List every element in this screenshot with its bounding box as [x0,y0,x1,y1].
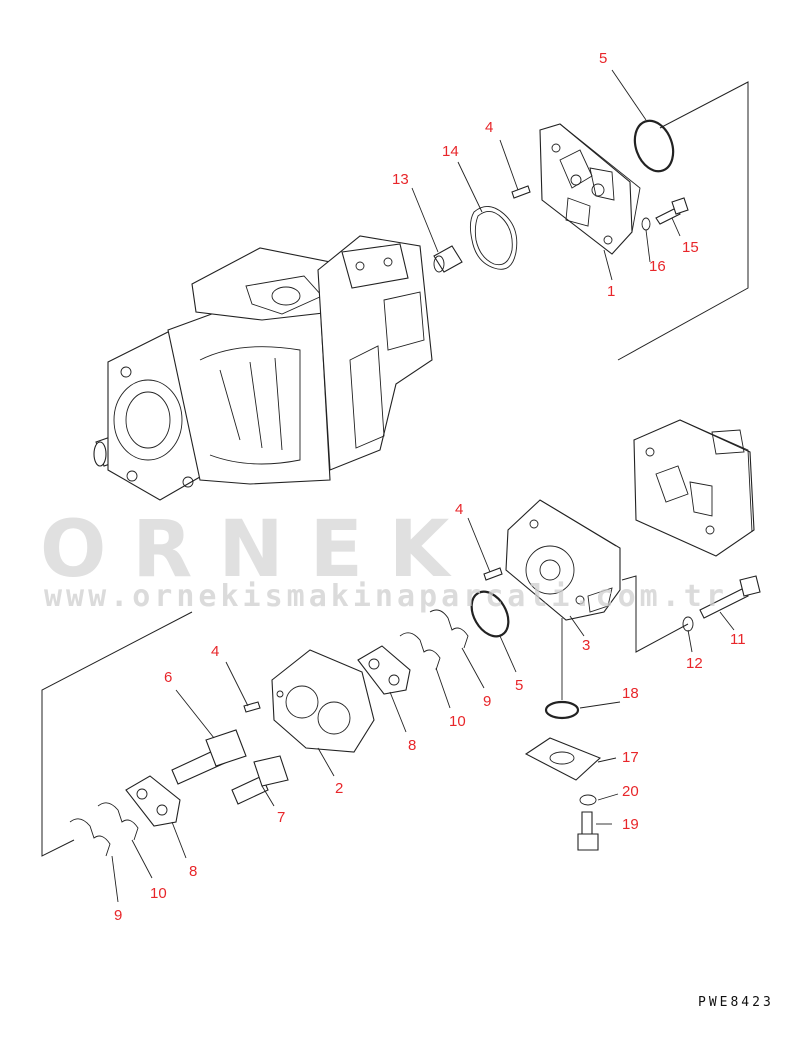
part-3-pump-housing [505,499,621,621]
callout-5-mid: 5 [515,677,523,694]
callout-13: 13 [392,171,409,188]
callout-16: 16 [649,258,666,275]
part-4-pin-mid [483,567,503,581]
part-16-washer [641,217,651,231]
part-15-bolt [655,197,689,225]
part-4-pin-low [243,701,261,713]
callout-5-top: 5 [599,50,607,67]
assembly-frame-top [617,81,749,361]
callout-labels: 5 4 14 13 15 16 1 4 3 11 12 5 18 17 20 1… [114,50,746,924]
part-2-gear-housing [271,649,375,753]
part-10-seal-low [97,802,139,841]
part-17-flange [524,737,602,781]
callout-6: 6 [164,669,172,686]
part-5-oring-mid [470,590,510,638]
part-14-gasket [469,206,518,270]
part-6-drive-gear [171,729,247,785]
part-4-pin-top [511,185,531,199]
part-10-seal-mid [399,632,441,671]
callout-3: 3 [582,637,590,654]
part-13-bushing [433,245,463,273]
part-8-side-plate-low [125,775,181,827]
callout-17: 17 [622,749,639,766]
callout-15: 15 [682,239,699,256]
callout-4-mid: 4 [455,501,463,518]
watermark: ORNEK www.ornekismakinaparcali.com.tr [40,505,728,614]
callout-18: 18 [622,685,639,702]
rear-pump-unit [633,419,755,557]
part-19-bolt [577,811,599,851]
callout-4-low: 4 [211,643,219,660]
callout-7: 7 [277,809,285,826]
part-11-bolt [699,575,761,619]
callout-8-low: 8 [189,863,197,880]
callout-14: 14 [442,143,459,160]
callout-10-low: 10 [150,885,167,902]
callout-10-mid: 10 [449,713,466,730]
callout-2: 2 [335,780,343,797]
part-9-seal-mid [429,609,469,649]
callout-20: 20 [622,783,639,800]
watermark-url: www.ornekismakinaparcali.com.tr [44,579,728,614]
callout-8-mid: 8 [408,737,416,754]
leader-lines [111,69,735,903]
drawing-code: PWE8423 [698,995,774,1010]
part-1-end-cover [539,123,641,255]
part-18-oring [544,700,580,720]
assembly-frame-bottom [41,611,193,857]
callout-11: 11 [730,631,746,648]
part-20-washer [579,794,597,806]
part-7-driven-gear [231,755,289,805]
callout-4-top: 4 [485,119,493,136]
callout-9-mid: 9 [483,693,491,710]
callout-12: 12 [686,655,703,672]
part-5-oring-top [633,119,675,173]
callout-9-low: 9 [114,907,122,924]
callout-1: 1 [607,283,615,300]
assembly-frame-right [621,575,689,653]
part-8-side-plate-mid [357,645,411,695]
callout-19: 19 [622,816,639,833]
part-9-seal-low [69,818,111,857]
watermark-name: ORNEK [40,505,475,595]
main-pump-assembly [93,235,433,501]
